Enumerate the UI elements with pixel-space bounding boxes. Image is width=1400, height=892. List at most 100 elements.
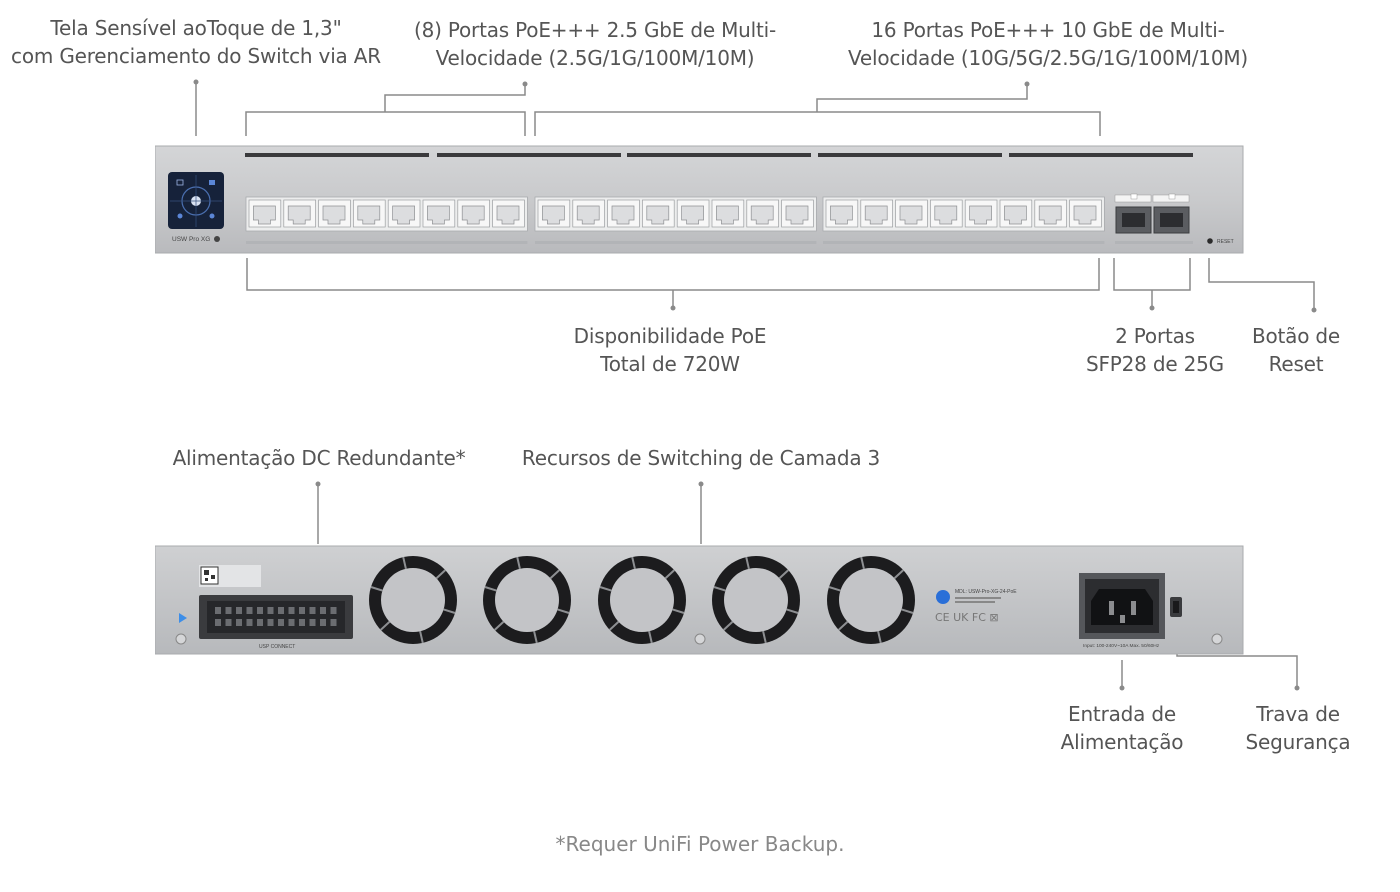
usp-pin	[236, 607, 242, 614]
port-block-underline	[535, 241, 817, 244]
ports-2-5g-label: (8) Portas PoE+++ 2.5 GbE de Multi- Velo…	[400, 16, 790, 72]
ports-10g-label-line-2: Velocidade (10G/5G/2.5G/1G/100M/10M)	[847, 46, 1249, 70]
sfp28-label-line-2: SFP28 de 25G	[1086, 352, 1224, 376]
rj45-port-22[interactable]	[999, 199, 1033, 228]
usp-pin	[246, 607, 253, 614]
usp-pin	[215, 619, 221, 626]
reset-label-line-1: Botão de	[1251, 324, 1341, 348]
ports-10g-bracket	[534, 111, 1101, 136]
touchscreen-label-line-1: Tela Sensível aoToque de 1,3"	[50, 16, 342, 40]
footnote: *Requer UniFi Power Backup.	[555, 832, 845, 856]
rj45-port-8[interactable]	[492, 199, 525, 228]
sfp28-label-line-1: 2 Portas	[1115, 324, 1195, 348]
usp-pin	[215, 607, 221, 614]
front-rj45-ports	[245, 196, 1105, 244]
security-lock-label-line-1: Trava de	[1256, 702, 1340, 726]
ports-2-5g-bracket	[245, 111, 526, 136]
touchscreen[interactable]	[168, 172, 224, 229]
rj45-port-19[interactable]	[895, 199, 928, 228]
rj45-port-5[interactable]	[387, 199, 421, 228]
rj45-port-3[interactable]	[318, 199, 351, 228]
port-block-underline	[823, 241, 1105, 244]
rj45-port-23[interactable]	[1034, 199, 1067, 228]
touchscreen-label: Tela Sensível aoToque de 1,3" com Gerenc…	[0, 14, 392, 70]
rj45-port-13[interactable]	[676, 199, 710, 228]
rj45-port-12[interactable]	[642, 199, 675, 228]
rj45-port-4[interactable]	[353, 199, 386, 228]
rj45-port-7[interactable]	[457, 199, 490, 228]
security-lock-label: Trava de Segurança	[1232, 700, 1364, 756]
input-rating-print: Input: 100-240V~10A Max. 50/60Hz	[1083, 643, 1160, 649]
sfp28-label: 2 Portas SFP28 de 25G	[1070, 322, 1240, 378]
rj45-port-16[interactable]	[781, 199, 814, 228]
security-lock-label-line-2: Segurança	[1245, 730, 1351, 754]
rj45-port-24[interactable]	[1069, 199, 1102, 228]
status-led	[179, 613, 187, 623]
dc-power-label: Alimentação DC Redundante*	[172, 446, 466, 470]
rj45-port-10[interactable]	[572, 199, 605, 228]
rj45-port-20[interactable]	[930, 199, 963, 228]
power-input-label-line-1: Entrada de	[1068, 702, 1176, 726]
usp-pin	[236, 619, 242, 626]
usp-print: USP CONNECT	[259, 644, 295, 650]
usp-pin	[246, 619, 253, 626]
sfp28-ports	[1114, 193, 1193, 244]
rj45-port-1[interactable]	[248, 199, 282, 228]
touchscreen-label-line-2: com Gerenciamento do Switch via AR	[11, 44, 381, 68]
usp-pin	[309, 607, 316, 614]
rj45-port-15[interactable]	[746, 199, 779, 228]
rj45-port-6[interactable]	[422, 199, 456, 228]
reset-label: Botão de Reset	[1240, 322, 1352, 378]
rj45-port-17[interactable]	[825, 199, 859, 228]
switch-front-panel: USW Pro XG RESET	[155, 145, 1244, 254]
sfp-bracket	[1113, 258, 1191, 291]
usp-pin	[278, 607, 284, 614]
usp-pin	[288, 607, 295, 614]
regulatory-label: MDL: USW-Pro-XG-24-PoE CE UK FC ⊠	[935, 589, 1017, 624]
usp-pin	[257, 607, 263, 614]
poe-budget-label-line-2: Total de 720W	[600, 352, 740, 376]
usp-pin	[225, 607, 232, 614]
usp-pin	[299, 619, 305, 626]
rj45-port-9[interactable]	[537, 199, 571, 228]
fan-4	[712, 556, 800, 644]
fan-2	[483, 556, 571, 644]
usp-connector[interactable]	[199, 595, 353, 639]
rj45-port-2[interactable]	[283, 199, 316, 228]
rj45-port-14[interactable]	[711, 199, 745, 228]
serial-sticker	[199, 565, 261, 587]
rj45-port-18[interactable]	[860, 199, 893, 228]
cooling-fans	[369, 556, 915, 644]
usp-pin	[330, 619, 337, 626]
usp-pin	[320, 607, 326, 614]
usp-pin	[288, 619, 295, 626]
power-input-label-line-2: Alimentação	[1060, 730, 1184, 754]
rj45-port-21[interactable]	[964, 199, 998, 228]
reset-button[interactable]	[1207, 238, 1213, 244]
model-label: USW Pro XG	[172, 236, 210, 243]
usp-pin	[225, 619, 232, 626]
fan-5	[827, 556, 915, 644]
poe-budget-label: Disponibilidade PoE Total de 720W	[540, 322, 800, 378]
fan-3	[598, 556, 686, 644]
poe-budget-label-line-1: Disponibilidade PoE	[573, 324, 767, 348]
usp-pin	[257, 619, 263, 626]
usp-pin	[299, 607, 305, 614]
ports-10g-label: 16 Portas PoE+++ 10 GbE de Multi- Veloci…	[820, 16, 1276, 72]
usp-pin	[267, 619, 274, 626]
usp-pin	[320, 619, 326, 626]
usp-pin	[330, 607, 337, 614]
usp-pin	[278, 619, 284, 626]
reset-print: RESET	[1217, 239, 1234, 245]
rj45-port-11[interactable]	[607, 199, 640, 228]
ports-2-5g-label-line-1: (8) Portas PoE+++ 2.5 GbE de Multi-	[413, 18, 777, 42]
ports-2-5g-label-line-2: Velocidade (2.5G/1G/100M/10M)	[435, 46, 755, 70]
usp-pin	[267, 607, 274, 614]
layer3-label: Recursos de Switching de Camada 3	[521, 446, 881, 470]
power-inlet[interactable]	[1079, 573, 1165, 639]
switch-back-panel: USP CONNECT MDL: USW-Pro-XG-24-PoE CE UK…	[155, 545, 1244, 655]
power-input-label: Entrada de Alimentação	[1044, 700, 1200, 756]
svg-text:CE UK FC ⊠: CE UK FC ⊠	[935, 611, 999, 624]
reset-label-line-2: Reset	[1268, 352, 1324, 376]
